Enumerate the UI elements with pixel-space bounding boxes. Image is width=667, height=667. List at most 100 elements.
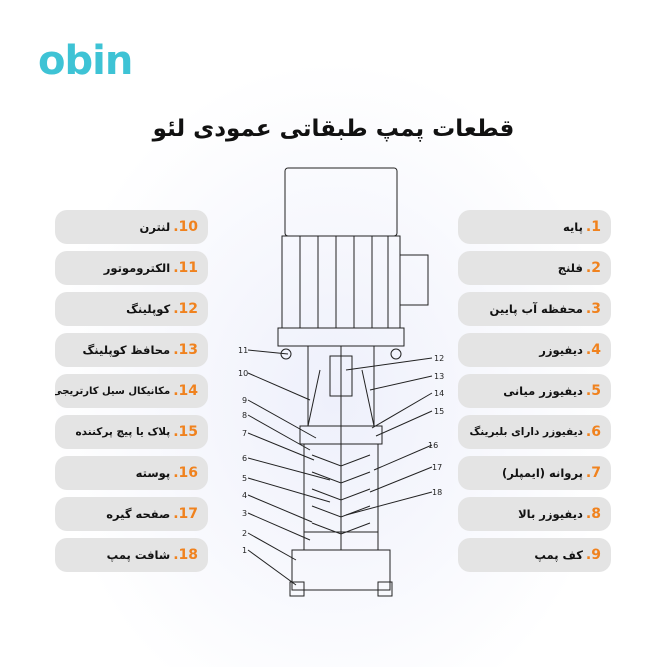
leader-line xyxy=(369,375,433,391)
leader-line xyxy=(247,399,317,439)
base-foot xyxy=(377,581,393,597)
flange-bolt xyxy=(280,348,292,360)
part-item-2: 2.فلنج xyxy=(458,251,611,285)
part-number: 8. xyxy=(585,506,601,522)
callout-15: 15 xyxy=(434,407,444,416)
part-number: 13. xyxy=(173,342,198,358)
part-number: 2. xyxy=(585,260,601,276)
parts-list-right: 1.پایه 2.فلنج 3.محفظه آب پایین 4.دیفیوزر… xyxy=(458,210,611,579)
part-item-1: 1.پایه xyxy=(458,210,611,244)
part-number: 12. xyxy=(173,301,198,317)
callout-8: 8 xyxy=(242,411,247,420)
leader-line xyxy=(247,414,311,451)
part-number: 6. xyxy=(585,424,601,440)
callout-4: 4 xyxy=(242,491,247,500)
leader-line xyxy=(371,392,433,429)
leader-line xyxy=(247,494,313,523)
callout-10: 10 xyxy=(238,369,248,378)
part-label: شافت پمپ xyxy=(106,548,171,562)
leader-line xyxy=(247,477,331,503)
part-label: محفظه آب پایین xyxy=(489,302,583,316)
callout-18: 18 xyxy=(432,488,442,497)
part-label: دیفیوزر xyxy=(539,343,583,357)
motor-flange xyxy=(277,327,405,347)
parts-list-left: 10.لنترن 11.الکتروموتور 12.کوپلینگ 13.مح… xyxy=(55,210,208,579)
part-item-13: 13.محافظ کوپلینگ xyxy=(55,333,208,367)
part-label: پلاک یا پیچ پرکننده xyxy=(75,426,171,438)
part-label: کف پمپ xyxy=(534,548,583,562)
part-item-3: 3.محفظه آب پایین xyxy=(458,292,611,326)
part-number: 10. xyxy=(173,219,198,235)
part-item-10: 10.لنترن xyxy=(55,210,208,244)
callout-16: 16 xyxy=(428,441,438,450)
page-title: قطعات پمپ طبقاتی عمودی لئو xyxy=(152,116,515,142)
leader-line xyxy=(345,491,433,516)
part-number: 4. xyxy=(585,342,601,358)
callout-5: 5 xyxy=(242,474,247,483)
part-item-5: 5.دیفیوزر میانی xyxy=(458,374,611,408)
part-number: 3. xyxy=(585,301,601,317)
part-item-7: 7.پروانه (ایمپلر) xyxy=(458,456,611,490)
part-item-12: 12.کوپلینگ xyxy=(55,292,208,326)
part-item-17: 17.صفحه گیره xyxy=(55,497,208,531)
part-label: الکتروموتور xyxy=(103,261,171,275)
impeller-stage xyxy=(311,522,371,535)
part-label: پروانه (ایمپلر) xyxy=(502,466,583,480)
part-item-14: 14.مکانیکال سیل کارتریجی xyxy=(55,374,208,408)
callout-9: 9 xyxy=(242,396,247,405)
base-foot xyxy=(289,581,305,597)
leader-line xyxy=(247,512,311,541)
callout-11: 11 xyxy=(238,346,248,355)
part-label: مکانیکال سیل کارتریجی xyxy=(55,385,171,397)
part-number: 1. xyxy=(585,219,601,235)
part-number: 11. xyxy=(173,260,198,276)
part-number: 16. xyxy=(173,465,198,481)
part-item-11: 11.الکتروموتور xyxy=(55,251,208,285)
impeller-stage xyxy=(311,505,371,518)
part-label: پایه xyxy=(562,220,583,234)
part-label: پوسته xyxy=(135,466,171,480)
part-label: لنترن xyxy=(139,220,171,234)
callout-1: 1 xyxy=(242,546,247,555)
lantern-strut xyxy=(307,369,321,427)
impeller-stage xyxy=(311,488,371,501)
part-item-8: 8.دیفیوزر بالا xyxy=(458,497,611,531)
part-label: دیفیوزر بالا xyxy=(518,507,583,521)
part-number: 18. xyxy=(173,547,198,563)
callout-14: 14 xyxy=(434,389,444,398)
callout-6: 6 xyxy=(242,454,247,463)
part-number: 14. xyxy=(173,383,198,399)
obin-logo: obin xyxy=(38,38,133,84)
impeller-stage xyxy=(311,454,371,467)
impeller-stage xyxy=(311,471,371,484)
callout-17: 17 xyxy=(432,463,442,472)
part-label: کوپلینگ xyxy=(126,302,171,316)
part-number: 17. xyxy=(173,506,198,522)
part-label: محافظ کوپلینگ xyxy=(82,343,171,357)
callout-7: 7 xyxy=(242,429,247,438)
leader-line xyxy=(375,410,433,437)
part-label: فلنج xyxy=(557,261,583,275)
part-label: دیفیوزر دارای بلبرینگ xyxy=(469,426,583,438)
callout-12: 12 xyxy=(434,354,444,363)
leader-line xyxy=(247,549,297,586)
part-item-18: 18.شافت پمپ xyxy=(55,538,208,572)
motor-top xyxy=(284,167,398,237)
callout-13: 13 xyxy=(434,372,444,381)
callout-2: 2 xyxy=(242,529,247,538)
part-label: صفحه گیره xyxy=(106,507,171,521)
part-item-15: 15.پلاک یا پیچ پرکننده xyxy=(55,415,208,449)
leader-line xyxy=(247,532,297,561)
part-number: 7. xyxy=(585,465,601,481)
part-number: 9. xyxy=(585,547,601,563)
part-number: 15. xyxy=(173,424,198,440)
part-label: دیفیوزر میانی xyxy=(503,384,583,398)
part-item-9: 9.کف پمپ xyxy=(458,538,611,572)
part-number: 5. xyxy=(585,383,601,399)
leader-line xyxy=(247,457,331,481)
flange-bolt xyxy=(390,348,402,360)
callout-3: 3 xyxy=(242,509,247,518)
pump-cross-section-diagram: 11 10 9 8 7 6 5 4 3 2 1 12 13 14 15 16 1… xyxy=(238,167,444,597)
motor-terminal-box xyxy=(399,254,429,306)
pump-base xyxy=(291,549,391,591)
